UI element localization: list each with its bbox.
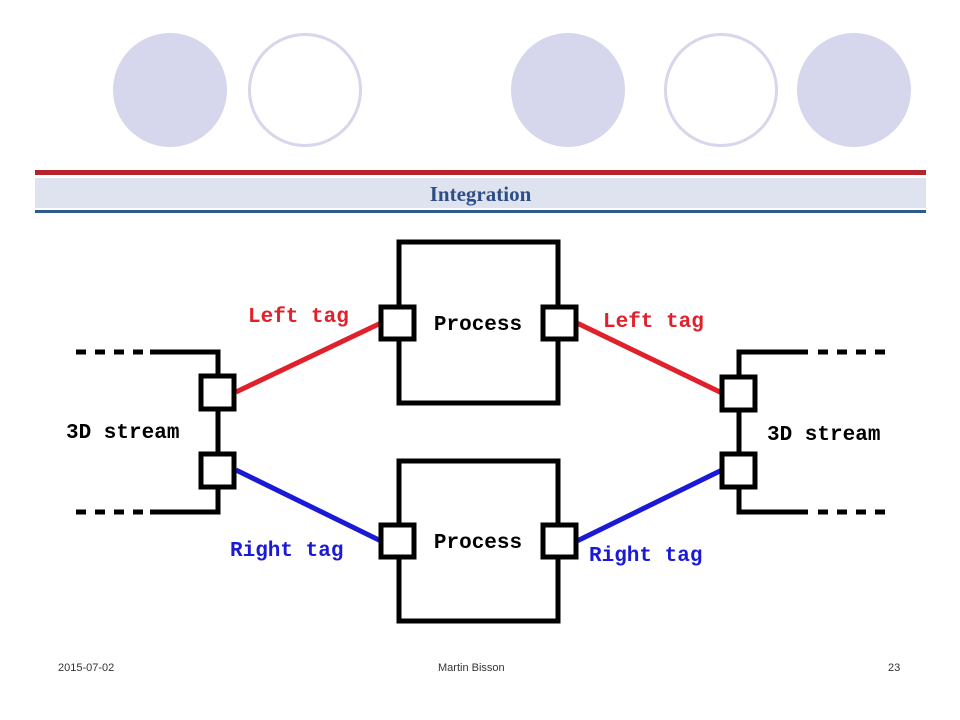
left-stream-bracket — [76, 349, 221, 515]
title-band-fill — [35, 178, 926, 208]
right-tag-label-left: Right tag — [230, 540, 343, 563]
slide-title: Integration — [429, 182, 532, 206]
process-bottom-port-in — [378, 522, 417, 560]
process-top-port-out — [540, 304, 579, 342]
process-box-bottom — [396, 458, 561, 624]
right-tag-label-right: Right tag — [589, 545, 702, 568]
right-stream-port-top — [719, 374, 758, 413]
left-tag-line-out — [575, 320, 724, 396]
title-band: Integration — [35, 170, 926, 216]
left-stream-port-bottom — [198, 451, 237, 490]
decor-circle-5 — [797, 33, 911, 147]
footer-date: 2015-07-02 — [58, 662, 115, 674]
process-top-port-in — [378, 304, 417, 342]
left-tag-label-right: Left tag — [603, 311, 704, 334]
process-box-top — [396, 239, 561, 406]
left-stream-port-top — [198, 373, 237, 412]
decor-circle-2 — [248, 33, 362, 147]
left-stream-label: 3D stream — [66, 422, 179, 445]
right-stream-bracket — [736, 349, 885, 515]
footer-page-number: 23 — [888, 662, 901, 674]
process-bottom-label: Process — [434, 532, 522, 555]
right-stream-label: 3D stream — [767, 424, 880, 447]
right-tag-line-out — [575, 467, 724, 544]
decor-circle-1 — [113, 33, 227, 147]
right-tag-line-in — [234, 467, 383, 544]
process-top-label: Process — [434, 314, 522, 337]
decor-circle-3 — [511, 33, 625, 147]
process-bottom-port-out — [540, 522, 579, 560]
left-tag-label-left: Left tag — [248, 306, 349, 329]
title-red-rule — [35, 170, 926, 175]
decor-circle-4 — [664, 33, 778, 147]
right-stream-port-bottom — [719, 451, 758, 490]
footer-author: Martin Bisson — [438, 662, 505, 674]
left-tag-line-in — [234, 320, 383, 395]
title-blue-rule — [35, 210, 926, 213]
